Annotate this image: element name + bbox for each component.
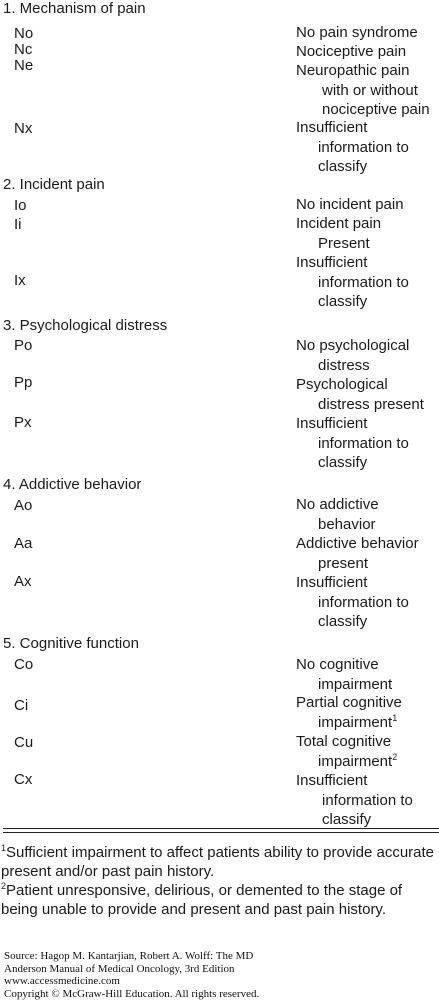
- table-rule-top: [3, 828, 439, 829]
- desc-px: Insufficient information to classify: [296, 415, 409, 471]
- source-url: www.accessmedicine.com: [4, 975, 120, 987]
- code-pp: Pp: [14, 374, 33, 391]
- code-co: Co: [14, 656, 34, 673]
- code-ax: Ax: [14, 573, 32, 590]
- footnote-2-mark: 2: [1, 881, 7, 891]
- code-aa: Aa: [14, 535, 33, 552]
- desc-ci: Partial cognitive impairment1: [296, 694, 402, 731]
- footnote-1: 1Sufficient impairment to affect patient…: [1, 843, 437, 881]
- code-px: Px: [14, 414, 32, 431]
- desc-co: No cognitive impairment: [296, 656, 393, 693]
- code-ii: Ii: [14, 216, 22, 233]
- source-line-1: Source: Hagop M. Kantarjian, Robert A. W…: [4, 950, 254, 962]
- code-io: Io: [14, 197, 27, 214]
- code-cx: Cx: [14, 771, 33, 788]
- source-citation: Source: Hagop M. Kantarjian, Robert A. W…: [4, 950, 439, 1000]
- section-title-mechanism-of-pain: 1. Mechanism of pain: [3, 0, 146, 17]
- footnote-1-text: Sufficient impairment to affect patients…: [1, 844, 435, 880]
- footnote-2-text: Patient unresponsive, delirious, or deme…: [1, 882, 403, 918]
- desc-ne: Neuropathic pain with or without nocicep…: [296, 62, 430, 118]
- desc-aa: Addictive behavior present: [296, 535, 419, 572]
- code-nc: Nc: [14, 41, 33, 58]
- desc-ix: Insufficient information to classify: [296, 254, 409, 310]
- desc-cu-line2: impairment: [318, 752, 393, 770]
- desc-ii: Incident pain Present: [296, 215, 382, 252]
- desc-cx: Insufficient information to classify: [296, 772, 413, 828]
- footnote-ref-1: 1: [392, 712, 398, 723]
- section-title-cognitive-function: 5. Cognitive function: [3, 635, 139, 652]
- desc-no: No pain syndrome: [296, 24, 418, 41]
- section-title-incident-pain: 2. Incident pain: [3, 176, 105, 193]
- desc-nx: Insufficient information to classify: [296, 119, 409, 175]
- desc-ci-line2: impairment: [318, 713, 393, 731]
- desc-ao: No addictive behavior: [296, 496, 379, 533]
- desc-po: No psychological distress: [296, 337, 410, 374]
- desc-pp: Psychological distress present: [296, 376, 424, 413]
- code-ao: Ao: [14, 497, 33, 514]
- source-line-2: Anderson Manual of Medical Oncology, 3rd…: [4, 962, 235, 975]
- code-ne: Ne: [14, 57, 34, 74]
- desc-nc: Nociceptive pain: [296, 43, 407, 60]
- code-nx: Nx: [14, 120, 33, 137]
- desc-ax: Insufficient information to classify: [296, 574, 409, 630]
- footnote-2: 2Patient unresponsive, delirious, or dem…: [1, 881, 437, 919]
- footnote-ref-2: 2: [392, 751, 398, 762]
- code-po: Po: [14, 337, 33, 354]
- section-title-addictive-behavior: 4. Addictive behavior: [3, 476, 142, 493]
- code-ix: Ix: [14, 272, 26, 289]
- footnote-1-mark: 1: [1, 843, 7, 853]
- code-ci: Ci: [14, 697, 29, 714]
- code-no: No: [14, 25, 34, 42]
- section-title-psychological-distress: 3. Psychological distress: [3, 317, 168, 334]
- table-rule-bottom: [3, 832, 439, 833]
- desc-cu: Total cognitive impairment2: [296, 733, 398, 770]
- desc-io: No incident pain: [296, 196, 404, 213]
- copyright-notice: Copyright © McGraw-Hill Education. All r…: [4, 987, 260, 1000]
- code-cu: Cu: [14, 734, 34, 751]
